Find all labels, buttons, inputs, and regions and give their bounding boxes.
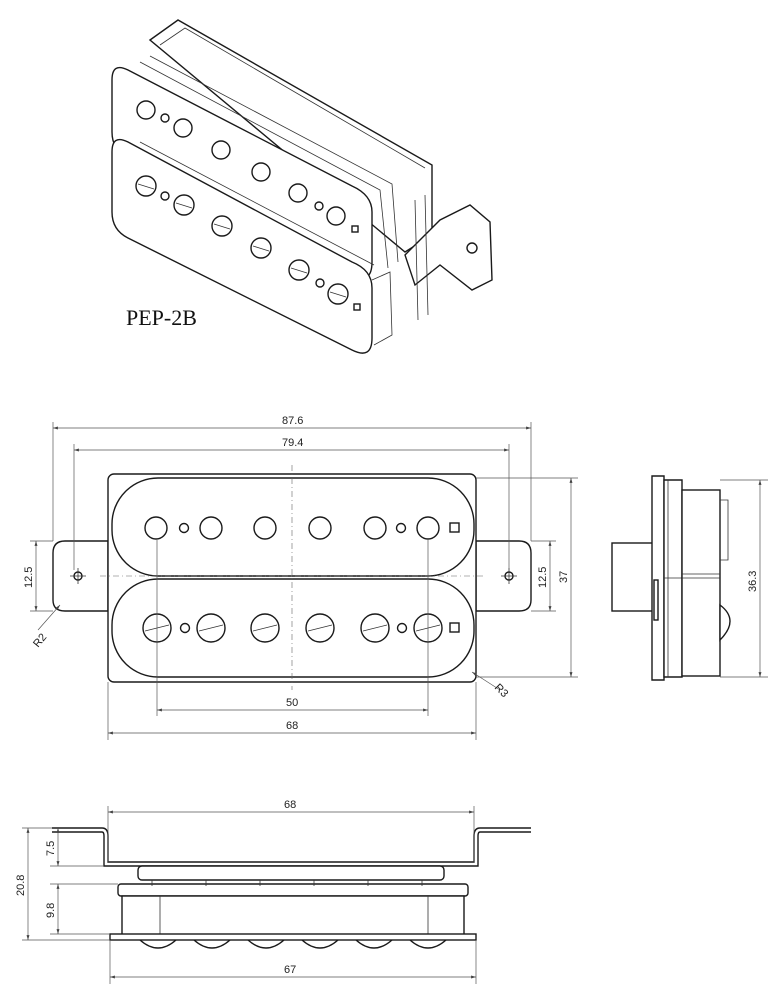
dim-cover-length: 67 <box>284 964 296 976</box>
dim-baseplate-length: 68 <box>284 799 296 811</box>
dim-ear-width-left: 12.5 <box>23 567 35 588</box>
isometric-view <box>111 19 493 354</box>
front-view-dimensions: 68 7.5 20.8 9.8 67 <box>15 799 477 984</box>
dim-side-height: 36.3 <box>747 571 759 592</box>
top-view <box>52 465 532 690</box>
dim-overall-length: 87.6 <box>282 415 303 427</box>
dim-bracket-height: 7.5 <box>45 841 57 856</box>
dim-mount-hole-spacing: 79.4 <box>282 437 303 449</box>
side-view <box>611 475 731 681</box>
front-view <box>52 827 531 949</box>
dim-pole-spacing: 50 <box>286 697 298 709</box>
dim-overall-height: 20.8 <box>15 875 27 896</box>
side-view-dimensions: 36.3 <box>720 479 768 678</box>
dim-ear-width-right: 12.5 <box>537 567 549 588</box>
dim-corner-radius: R3 <box>492 682 510 700</box>
dim-coil-height: 9.8 <box>45 903 57 918</box>
dim-body-height: 37 <box>558 571 570 583</box>
top-view-dimensions: 87.6 79.4 12.5 12.5 37 R2 R3 50 <box>23 415 578 740</box>
dim-ear-radius: R2 <box>31 631 49 649</box>
dim-base-width: 68 <box>286 720 298 732</box>
model-title: PEP-2B <box>126 305 197 330</box>
